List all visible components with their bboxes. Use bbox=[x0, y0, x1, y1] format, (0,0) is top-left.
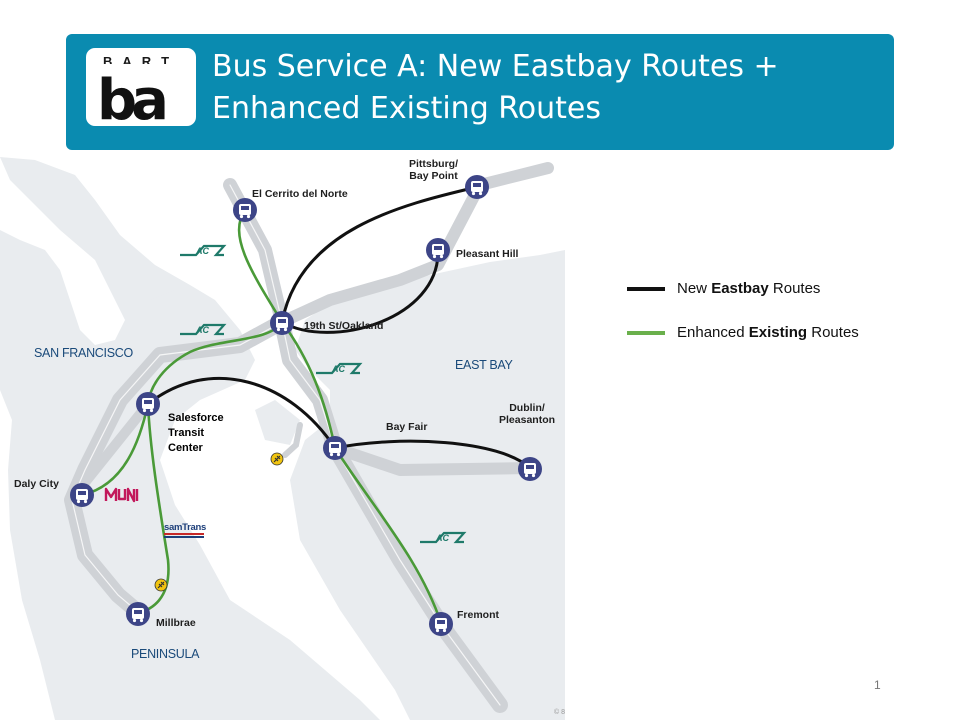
station-label-el-cerrito-del-norte: El Cerrito del Norte bbox=[252, 188, 348, 200]
route-salesforce-daly-city bbox=[80, 402, 150, 497]
legend-swatch-green bbox=[627, 331, 665, 335]
station-label-daly-city: Daly City bbox=[14, 478, 59, 490]
bus-icon bbox=[270, 311, 294, 335]
station-label-bay-fair: Bay Fair bbox=[386, 421, 428, 433]
route-oakland-pleasant-hill bbox=[280, 248, 440, 334]
svg-text:AC: AC bbox=[435, 533, 449, 543]
ocean-water bbox=[0, 390, 55, 720]
legend-swatch-black bbox=[627, 287, 665, 291]
station-markers bbox=[70, 175, 542, 636]
region-label-east-bay: EAST BAY bbox=[455, 358, 513, 372]
legend-label: Enhanced Existing Routes bbox=[677, 324, 859, 341]
island bbox=[255, 400, 300, 445]
station-label-salesforce-transit-center: Salesforce Transit Center bbox=[168, 412, 224, 454]
page-title: Bus Service A: New Eastbay Routes + Enha… bbox=[212, 49, 779, 126]
muni-logo bbox=[104, 487, 139, 503]
route-bay-fair-dublin bbox=[333, 439, 532, 470]
svg-text:AC: AC bbox=[331, 364, 345, 374]
ac-transit-logo: AC bbox=[180, 323, 227, 336]
route-salesforce-bay-fair bbox=[146, 376, 337, 450]
bus-icon bbox=[323, 436, 347, 460]
route-salesforce-millbrae bbox=[136, 402, 170, 615]
island bbox=[150, 290, 200, 330]
bart-logo-letters: ba bbox=[100, 68, 165, 122]
station-label-pittsburg-bay-point: Pittsburg/ Bay Point bbox=[409, 158, 458, 182]
oakland-airport-spur bbox=[282, 422, 303, 458]
bart-logo: BART ba bbox=[86, 48, 196, 126]
svg-text:samTrans: samTrans bbox=[164, 522, 206, 533]
route-oakland-pittsburg bbox=[280, 185, 479, 324]
station-label-fremont: Fremont bbox=[457, 609, 499, 621]
station-label-pleasant-hill: Pleasant Hill bbox=[456, 248, 519, 260]
bus-icon bbox=[465, 175, 489, 199]
svg-text:AC: AC bbox=[195, 246, 209, 256]
bus-icon bbox=[429, 612, 453, 636]
airplane-icon bbox=[154, 578, 168, 592]
bus-icon bbox=[70, 483, 94, 507]
bus-icon bbox=[233, 198, 257, 222]
bay-area-map: AC AC AC AC samTrans bbox=[0, 157, 565, 720]
ac-transit-logo: AC bbox=[180, 244, 227, 257]
new-eastbay-routes bbox=[146, 185, 532, 470]
bus-icon bbox=[126, 602, 150, 626]
bus-icon bbox=[518, 457, 542, 481]
svg-text:AC: AC bbox=[195, 325, 209, 335]
copyright-mark: © 8 bbox=[554, 709, 565, 716]
page-number: 1 bbox=[874, 678, 881, 692]
legend-label: New Eastbay Routes bbox=[677, 280, 821, 297]
route-oakland-salesforce bbox=[146, 320, 284, 406]
bart-ba-mark: ba bbox=[100, 64, 182, 122]
station-label-dublin-pleasanton: Dublin/ Pleasanton bbox=[499, 402, 556, 426]
station-label-millbrae: Millbrae bbox=[156, 617, 196, 629]
bus-icon bbox=[136, 392, 160, 416]
airplane-icon bbox=[270, 452, 284, 466]
station-label-19th-st-oakland: 19th St/Oakland bbox=[304, 320, 384, 332]
ac-transit-logo: AC bbox=[316, 362, 363, 375]
region-label-san-francisco: SAN FRANCISCO bbox=[34, 346, 133, 360]
title-banner: BART ba Bus Service A: New Eastbay Route… bbox=[66, 34, 894, 150]
bus-icon bbox=[426, 238, 450, 262]
ac-transit-logo: AC bbox=[420, 531, 467, 544]
samtrans-logo: samTrans bbox=[164, 522, 206, 538]
region-label-peninsula: PENINSULA bbox=[131, 647, 200, 661]
